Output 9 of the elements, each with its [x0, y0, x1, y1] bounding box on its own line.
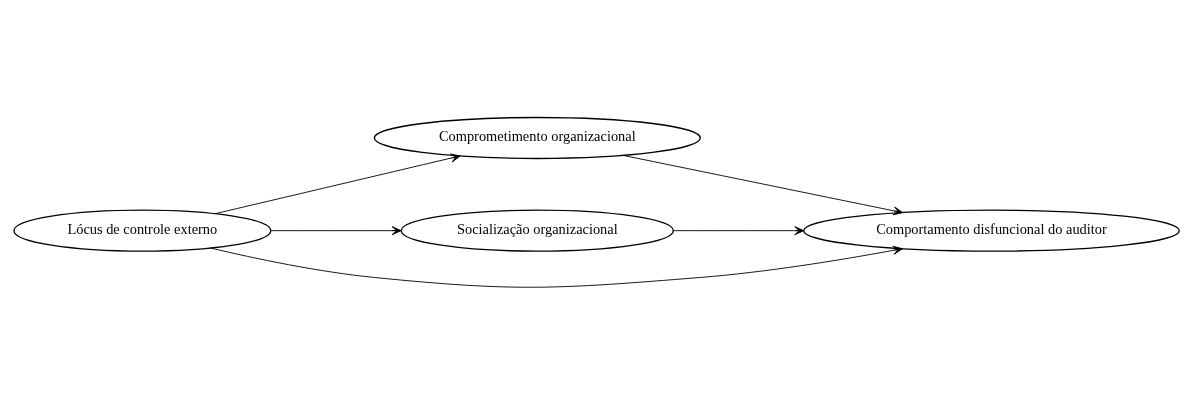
node-ellipse: Comprometimento organizacional [373, 116, 701, 160]
node-ellipse: Lócus de controle externo [13, 209, 272, 252]
arrow [270, 226, 402, 236]
node-ellipse: Comportamento disfuncional do auditor [803, 209, 1180, 252]
node-ellipse: Socialização organizacional [400, 209, 674, 252]
arrow [622, 154, 904, 216]
arrow [673, 226, 805, 236]
arrow [214, 153, 461, 215]
arrow [210, 245, 903, 288]
